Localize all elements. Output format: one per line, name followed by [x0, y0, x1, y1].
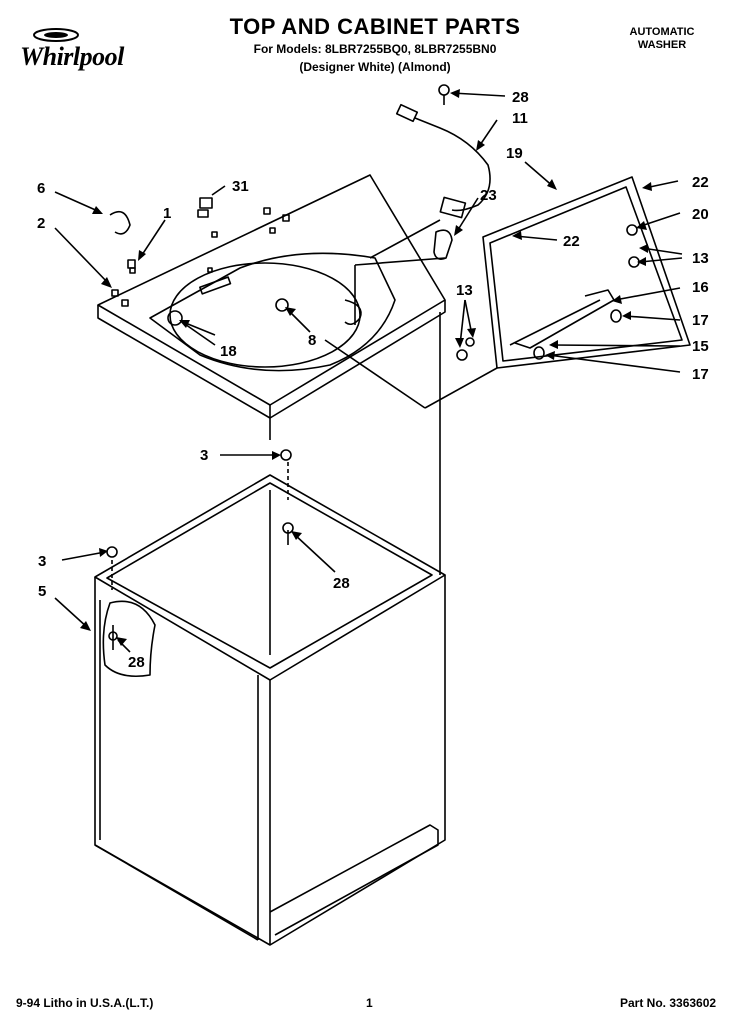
- callout-15: 15: [692, 338, 709, 355]
- models-line: For Models: 8LBR7255BQ0, 8LBR7255BN0: [253, 42, 497, 56]
- callout-13a: 13: [692, 250, 709, 267]
- callout-19: 19: [506, 145, 523, 162]
- callout-22a: 22: [692, 174, 709, 191]
- callout-11: 11: [512, 110, 528, 127]
- callout-2: 2: [37, 215, 45, 232]
- callout-5: 5: [38, 583, 46, 600]
- arrowheads: [80, 89, 652, 646]
- callout-28c: 28: [128, 654, 145, 671]
- lid-switch-harness: [354, 103, 491, 325]
- alignment-lines: [111, 312, 498, 590]
- cabinet: [94, 474, 446, 946]
- callout-20: 20: [692, 206, 709, 223]
- callout-28b: 28: [333, 575, 350, 592]
- leader-lines: [54, 92, 683, 653]
- top-panel: [97, 174, 446, 419]
- lid-frame: [482, 176, 691, 369]
- callout-6: 6: [37, 180, 45, 197]
- callout-23: 23: [480, 187, 497, 204]
- callout-13b: 13: [456, 282, 473, 299]
- callout-17b: 17: [692, 366, 709, 383]
- callout-1: 1: [163, 205, 171, 222]
- callout-18: 18: [220, 343, 237, 360]
- variants-line: (Designer White) (Almond): [299, 60, 451, 74]
- footer-litho: 9-94 Litho in U.S.A.(L.T.): [16, 996, 154, 1010]
- product-type: AUTOMATIC WASHER: [612, 26, 712, 52]
- product-type-line-2: WASHER: [637, 39, 687, 51]
- callout-labels: 28 11 19 6 31 1 2 23 22 22 20 13 13 16 1…: [37, 89, 709, 671]
- callout-17a: 17: [692, 312, 709, 329]
- callout-3b: 3: [38, 553, 46, 570]
- page-title: TOP AND CABINET PARTS: [229, 14, 521, 39]
- small-parts: [106, 84, 475, 558]
- logo-emblem-icon: [33, 28, 79, 42]
- callout-3a: 3: [200, 447, 208, 464]
- callout-16: 16: [692, 279, 709, 296]
- footer-part-number: Part No. 3363602: [620, 996, 717, 1010]
- brand-name: Whirlpool: [20, 42, 124, 71]
- callout-8: 8: [308, 332, 316, 349]
- callout-28a: 28: [512, 89, 529, 106]
- product-type-line-1: AUTOMATIC: [629, 26, 695, 38]
- callout-31: 31: [232, 178, 249, 195]
- whirlpool-logo: Whirlpool: [12, 22, 162, 74]
- callout-22b: 22: [563, 233, 580, 250]
- footer-page-number: 1: [366, 996, 373, 1010]
